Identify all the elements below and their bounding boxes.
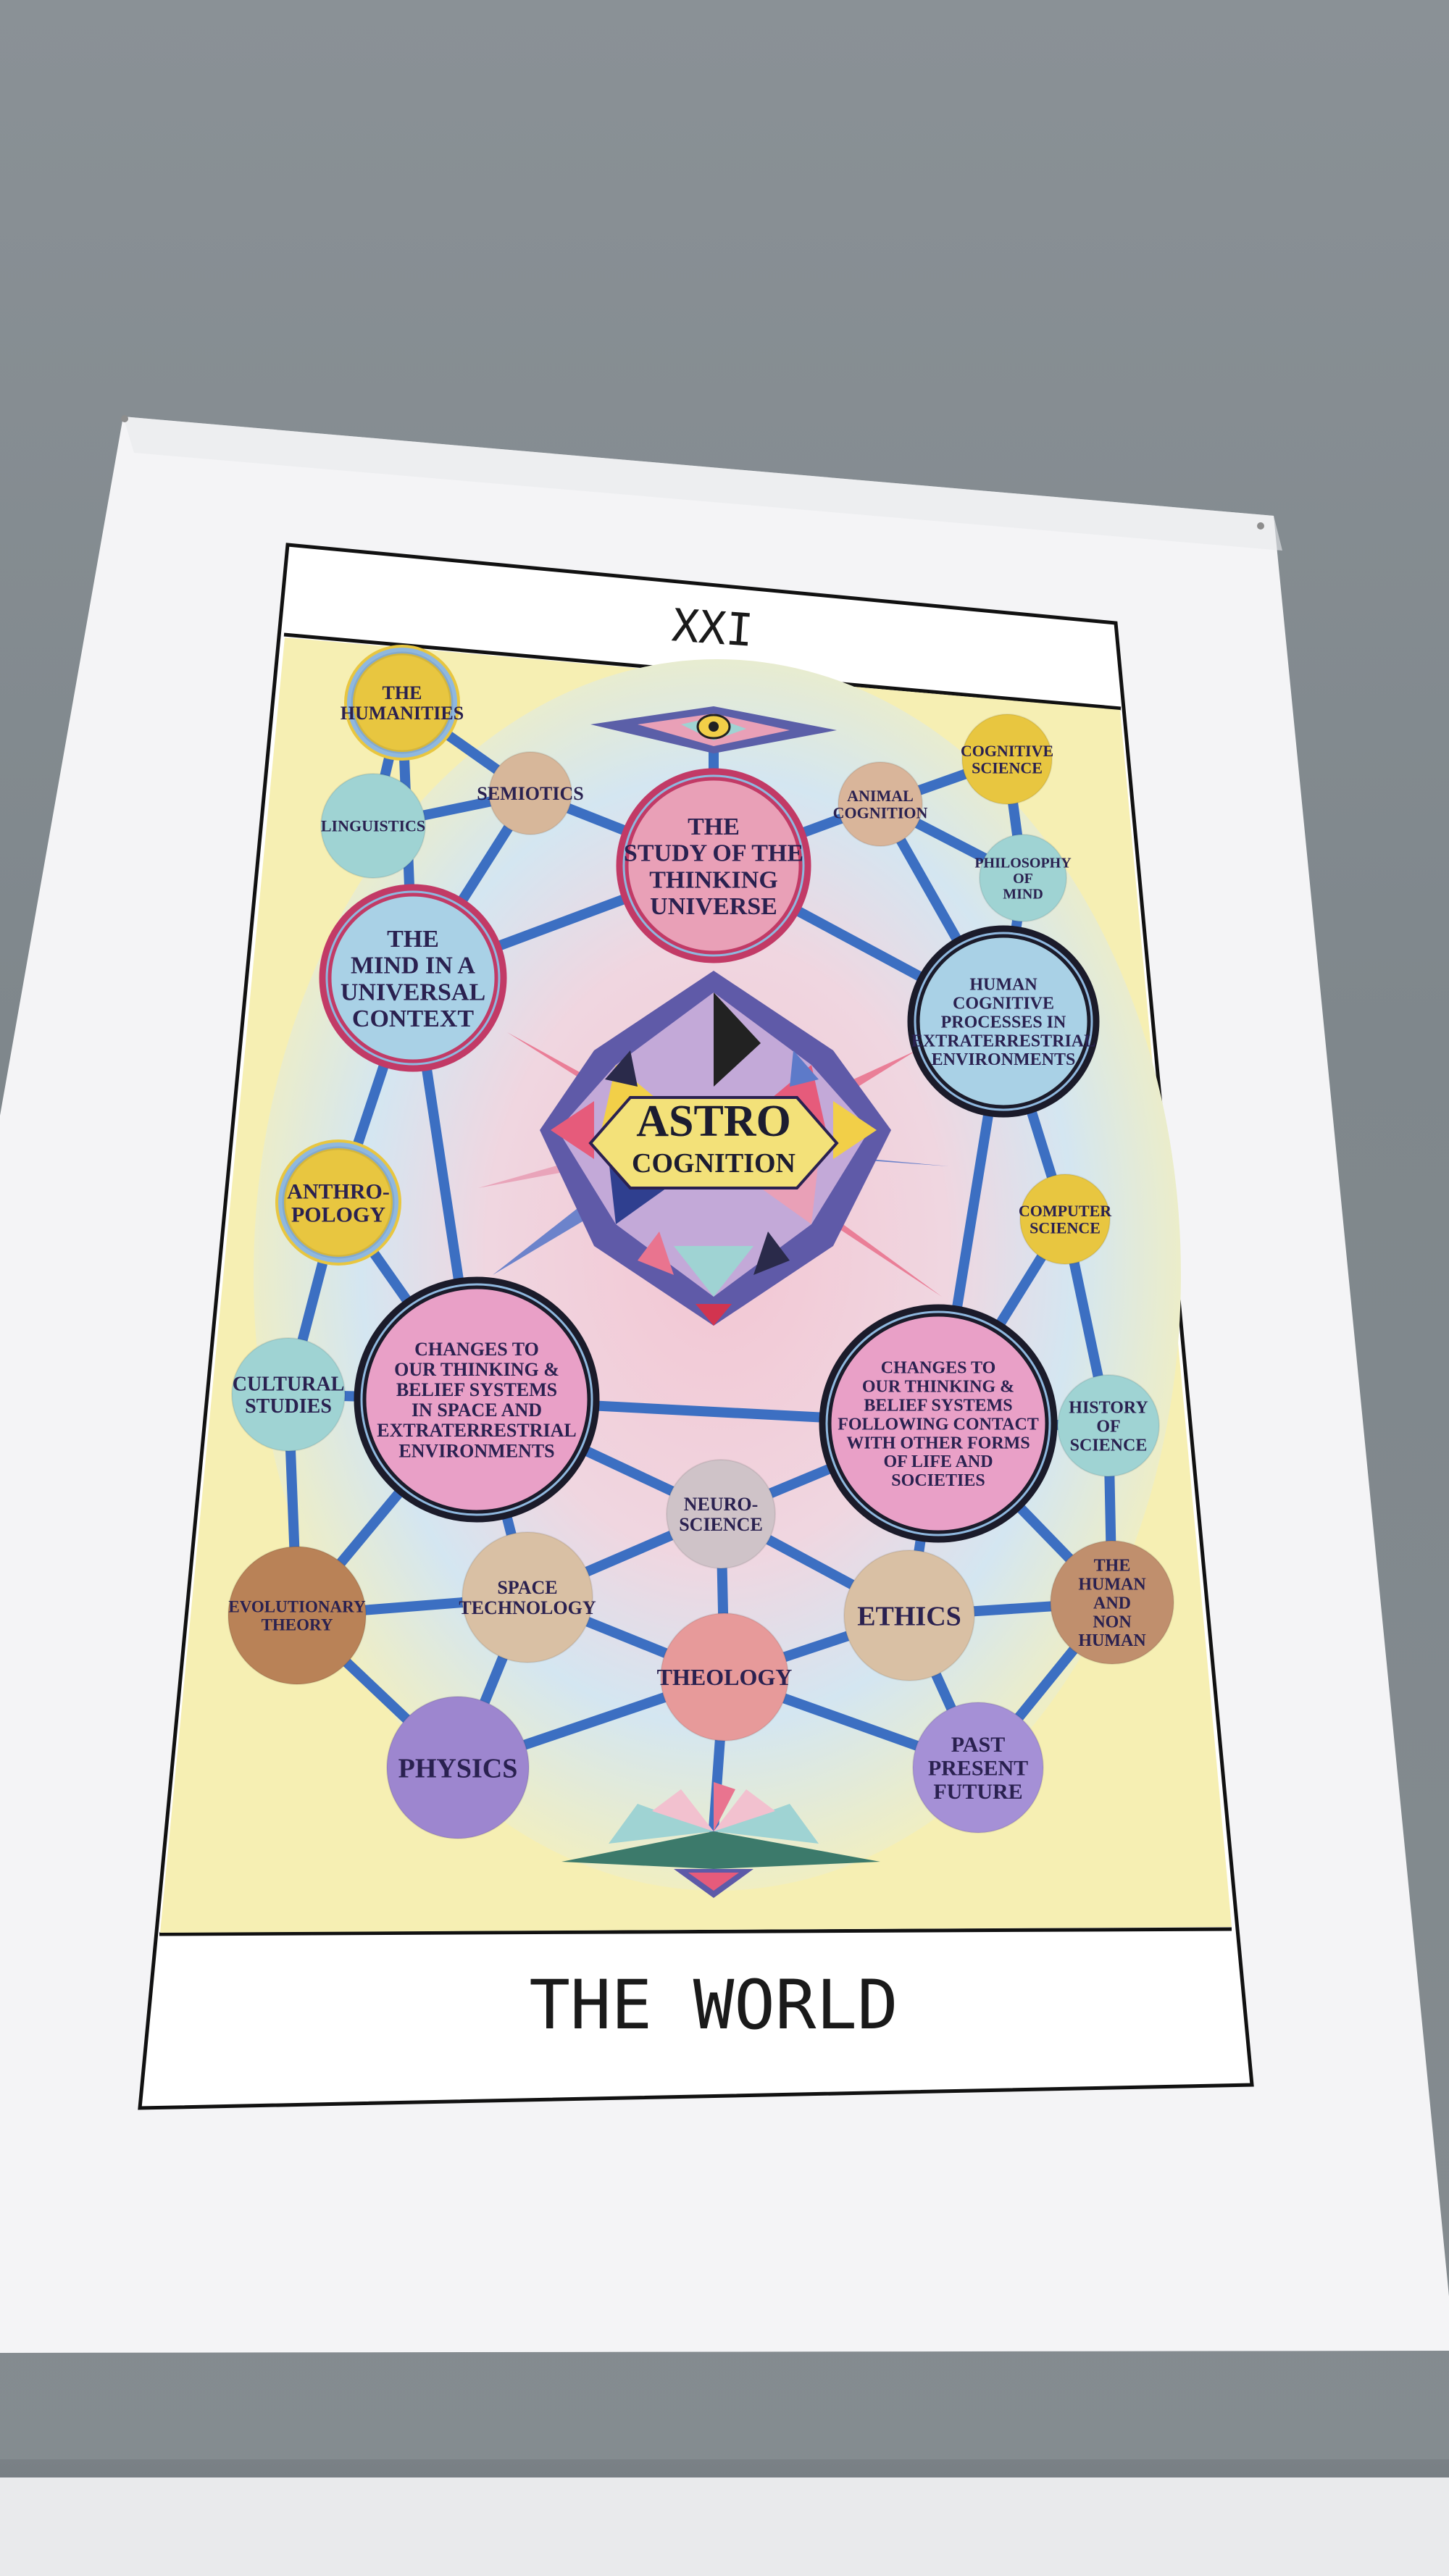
node-neuro: NEURO-SCIENCE [666, 1459, 776, 1569]
node-label-line: ANTHRO- [287, 1179, 390, 1203]
node-label-line: STUDIES [245, 1395, 332, 1418]
node-label-line: PHYSICS [398, 1753, 518, 1783]
node-label-line: THEOLOGY [657, 1664, 793, 1690]
node-label-line: HISTORY [1069, 1398, 1148, 1417]
node-label-line: OUR THINKING & [862, 1378, 1014, 1397]
node-label-line: SPACE [497, 1577, 557, 1598]
node-label-line: EVOLUTIONARY [228, 1598, 366, 1616]
node-label-line: STUDY OF THE [624, 840, 803, 867]
node-label-line: HUMAN [1078, 1575, 1146, 1594]
node-anthropology: ANTHRO-POLOGY [275, 1139, 401, 1266]
node-label-line: SCIENCE [679, 1514, 763, 1535]
node-label-line: AND [1093, 1594, 1131, 1613]
node-label-line: WITH OTHER FORMS [846, 1434, 1030, 1452]
pin-right [1257, 522, 1264, 530]
node-linguistics: LINGUISTICS [320, 773, 426, 879]
node-label-line: HUMANITIES [341, 703, 464, 724]
node-label-line: SCIENCE [1030, 1219, 1101, 1237]
node-label-line: THEORY [262, 1615, 333, 1634]
card-numeral: XXI [670, 598, 755, 657]
node-label-line: UNIVERSAL [341, 979, 485, 1005]
node-label-line: COGNITIVE [953, 994, 1054, 1013]
node-semiotics: SEMIOTICS [477, 751, 584, 835]
node-ethics: ETHICS [843, 1550, 975, 1681]
node-label-line: OUR THINKING & [394, 1359, 559, 1380]
card-title: THE WORLD [529, 1966, 898, 2045]
node-label-line: ANIMAL [847, 787, 914, 805]
eye-ornament [590, 706, 837, 753]
node-label-line: ENVIRONMENTS [932, 1050, 1076, 1069]
node-label-line: NON [1093, 1613, 1132, 1631]
node-label-line: TECHNOLOGY [459, 1597, 596, 1618]
node-label-line: OF [1013, 871, 1033, 887]
node-label-line: PAST [951, 1733, 1005, 1757]
node-label-line: THE [387, 926, 439, 953]
node-label-line: BELIEF SYSTEMS [396, 1379, 557, 1400]
cognition-label: COGNITION [632, 1148, 796, 1179]
node-label-line: MIND IN A [351, 953, 475, 979]
node-label-line: EXTRATERRESTRIAL [911, 1032, 1095, 1050]
pin-left [121, 415, 128, 422]
node-label-line: SCIENCE [1070, 1436, 1148, 1455]
node-label-line: THE [688, 814, 740, 840]
node-label-line: PHILOSOPHY [974, 855, 1072, 871]
node-label-line: PRESENT [928, 1757, 1028, 1781]
node-label-line: EXTRATERRESTRIAL [377, 1420, 576, 1441]
node-physics: PHYSICS [386, 1696, 530, 1839]
node-label-line: SOCIETIES [891, 1471, 985, 1490]
second-poster-edge [0, 2477, 1449, 2576]
node-label-line: FUTURE [933, 1780, 1022, 1804]
node-label-line: BELIEF SYSTEMS [864, 1396, 1012, 1415]
node-label-line: SCIENCE [972, 759, 1043, 777]
node-label-line: OF [1096, 1417, 1120, 1436]
astro-cognition-emblem: ASTRO COGNITION [540, 971, 891, 1326]
node-label-line: COGNITION [833, 804, 928, 822]
node-label-line: POLOGY [291, 1203, 385, 1227]
node-label-line: ETHICS [857, 1601, 961, 1631]
node-label-line: HUMAN [969, 976, 1037, 995]
node-label-line: COGNITIVE [961, 742, 1053, 760]
node-label-line: HUMAN [1078, 1631, 1146, 1650]
node-label-line: CHANGES TO [414, 1339, 539, 1360]
node-label-line: CULTURAL [233, 1373, 345, 1396]
node-label-line: IN SPACE AND [412, 1400, 542, 1421]
open-book-ornament [561, 1782, 880, 1898]
node-label-line: LINGUISTICS [321, 817, 425, 835]
node-label-line: THE [383, 682, 422, 703]
node-label-line: CONTEXT [352, 1005, 474, 1032]
astro-label: ASTRO [636, 1097, 791, 1146]
node-label-line: SEMIOTICS [477, 783, 583, 804]
node-label-line: THINKING [649, 866, 778, 893]
node-label-line: UNIVERSE [650, 893, 777, 920]
node-label-line: FOLLOWING CONTACT [838, 1415, 1039, 1434]
node-label-line: ENVIRONMENTS [398, 1440, 554, 1461]
node-label-line: COMPUTER [1019, 1202, 1112, 1220]
node-label-line: THE [1094, 1557, 1131, 1576]
node-label-line: MIND [1003, 887, 1043, 903]
node-label-line: CHANGES TO [881, 1359, 996, 1378]
node-label-line: OF LIFE AND [883, 1452, 993, 1471]
astro-cognition-label-plate [588, 1096, 839, 1189]
node-label-line: NEURO- [684, 1494, 759, 1515]
node-theology: THEOLOGY [657, 1613, 793, 1741]
node-label-line: PROCESSES IN [941, 1013, 1066, 1032]
